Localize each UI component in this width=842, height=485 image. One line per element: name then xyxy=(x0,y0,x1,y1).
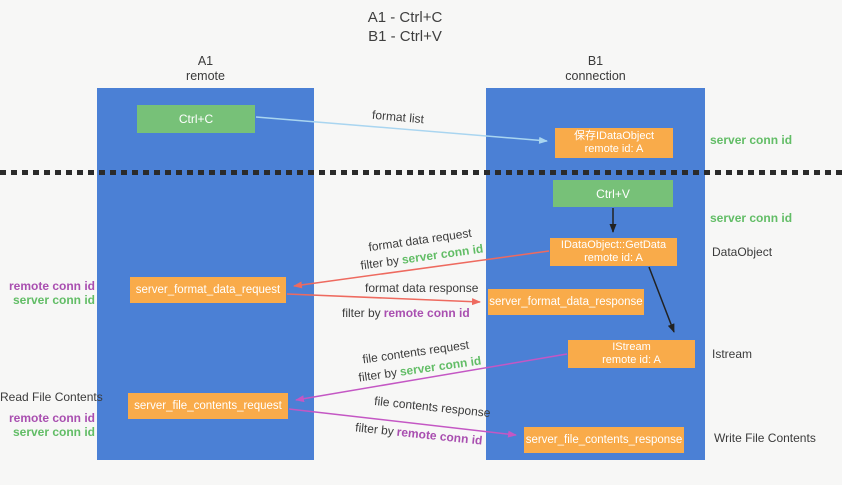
node-ctrl-c-label: Ctrl+C xyxy=(178,112,214,126)
lane-header-b1: B1 connection xyxy=(486,54,705,84)
arrow-label-file-contents-response: file contents response xyxy=(373,393,492,421)
node-server-format-data-request: server_format_data_request xyxy=(130,277,286,303)
node-istream-line1: IStream xyxy=(612,341,651,353)
lane-a1-subtitle: remote xyxy=(186,69,225,83)
arrow-label-format-data-response: format data response xyxy=(365,281,479,295)
node-ctrl-v: Ctrl+V xyxy=(553,180,673,207)
node-istream: IStream remote id: A xyxy=(568,340,695,368)
node-server-format-data-request-label: server_format_data_request xyxy=(135,284,281,296)
node-server-format-data-response-label: server_format_data_response xyxy=(489,296,643,308)
left-label-remote-conn-id-1: remote conn id xyxy=(8,279,95,293)
format-data-response-arrow xyxy=(286,293,481,306)
left-label-server-conn-id-2: server conn id xyxy=(12,425,95,439)
left-label-server-conn-id-1: server conn id xyxy=(12,293,95,307)
filter-by-text: filter by xyxy=(342,306,381,320)
title-line-1: A1 - Ctrl+C xyxy=(367,9,443,26)
title-line-2: B1 - Ctrl+V xyxy=(368,28,442,45)
node-server-file-contents-response-label: server_file_contents_response xyxy=(525,434,683,446)
node-server-file-contents-request-label: server_file_contents_request xyxy=(134,400,282,412)
filter-key-remote-conn-id: remote conn id xyxy=(396,424,484,448)
left-label-read-file-contents: Read File Contents xyxy=(0,390,103,404)
arrow-label-format-list: format list xyxy=(371,107,425,127)
filter-by-text: filter by xyxy=(354,420,395,439)
diagram-title: A1 - Ctrl+C B1 - Ctrl+V xyxy=(0,8,810,46)
filter-key-remote-conn-id: remote conn id xyxy=(383,306,470,320)
node-idataobject-getdata-line1: IDataObject::GetData xyxy=(560,239,667,251)
right-label-istream: Istream xyxy=(712,347,753,361)
session-divider-dotted-line xyxy=(0,170,842,175)
node-server-file-contents-response: server_file_contents_response xyxy=(524,427,684,453)
right-label-server-conn-id-mid: server conn id xyxy=(710,211,793,225)
node-save-dataobject-line1: 保存IDataObject xyxy=(573,130,655,142)
node-save-dataobject: 保存IDataObject remote id: A xyxy=(555,128,673,158)
lane-b1-subtitle: connection xyxy=(565,69,626,83)
filter-by-text: filter by xyxy=(357,365,398,385)
right-label-dataobject: DataObject xyxy=(712,245,773,259)
node-idataobject-getdata: IDataObject::GetData remote id: A xyxy=(550,238,677,266)
lane-a1-name: A1 xyxy=(197,54,214,68)
right-label-server-conn-id-top: server conn id xyxy=(710,133,793,147)
node-save-dataobject-line2: remote id: A xyxy=(584,143,644,155)
node-idataobject-getdata-line2: remote id: A xyxy=(584,252,643,264)
node-istream-line2: remote id: A xyxy=(602,354,661,366)
right-label-write-file-contents: Write File Contents xyxy=(714,431,816,445)
node-server-file-contents-request: server_file_contents_request xyxy=(128,393,288,419)
node-ctrl-v-label: Ctrl+V xyxy=(596,186,630,201)
filter-by-text: filter by xyxy=(359,253,400,273)
left-label-remote-conn-id-2: remote conn id xyxy=(8,411,95,425)
lane-b1-name: B1 xyxy=(587,54,604,68)
node-server-format-data-response: server_format_data_response xyxy=(488,289,644,315)
node-ctrl-c: Ctrl+C xyxy=(137,105,255,133)
lane-header-a1: A1 remote xyxy=(97,54,314,84)
